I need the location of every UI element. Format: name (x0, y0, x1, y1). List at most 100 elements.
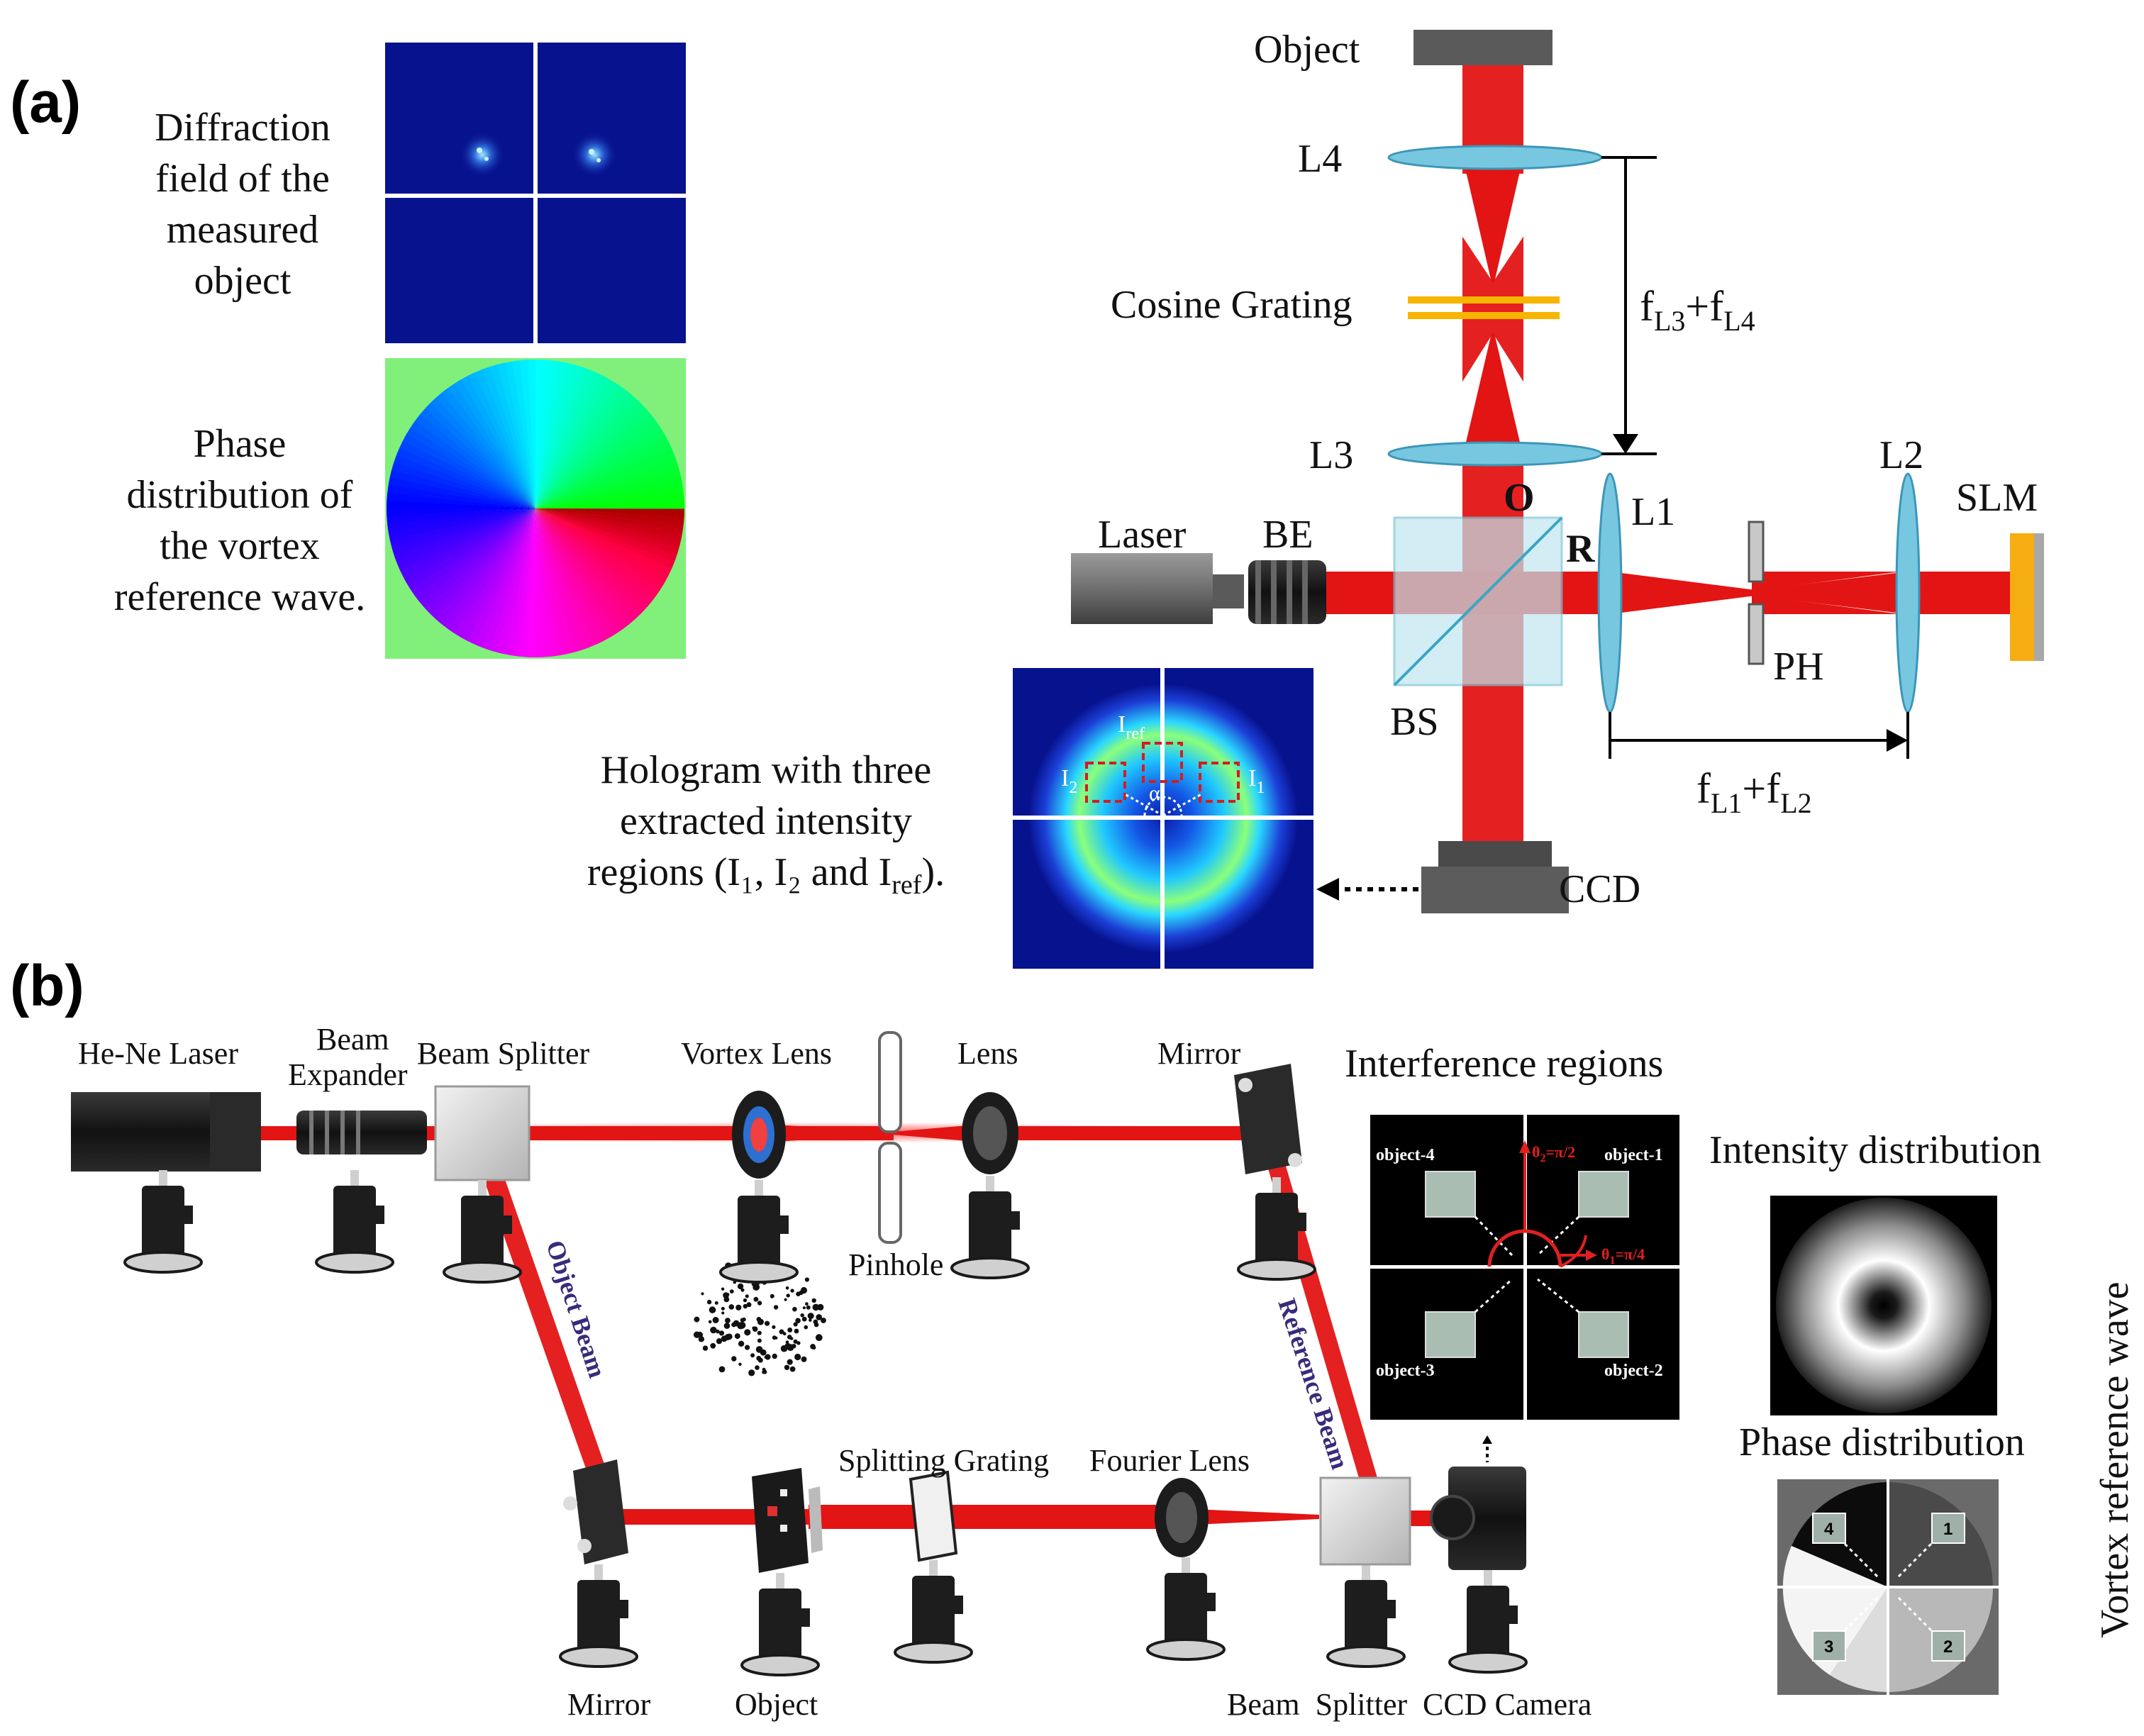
post-holder (738, 1196, 780, 1267)
phase-wheel-segment (535, 392, 635, 508)
theta1-label: θ1=π/4 (1601, 1245, 1645, 1267)
phase-title: Phase distribution (1739, 1420, 2025, 1464)
scatter-dot (787, 1359, 793, 1365)
scatter-dot (748, 1369, 755, 1376)
post-holder (577, 1580, 620, 1651)
scatter-dot (738, 1340, 745, 1347)
theta2-label: θ2=π/2 (1532, 1143, 1575, 1164)
l4-label: L4 (1298, 137, 1342, 181)
iref-sub: ref (1126, 725, 1145, 743)
phase-wheel-segment (535, 508, 669, 584)
be-label: BE (1262, 513, 1313, 557)
scatter-dot (812, 1303, 820, 1311)
post-holder (912, 1576, 955, 1647)
scatter-dot (780, 1345, 788, 1352)
intensity-title: Intensity distribution (1709, 1128, 2041, 1172)
scatter-dot (761, 1350, 766, 1355)
intensity-image (1770, 1196, 1997, 1415)
phase-wheel-segment (535, 403, 647, 508)
phase-wheel-segment (535, 434, 669, 508)
phase-wheel-segment (535, 362, 574, 508)
phase-wheel-segment (474, 508, 535, 648)
fourier-lens (1155, 1478, 1209, 1557)
phase-wheel-segment (489, 508, 535, 652)
phase-wheel-segment (535, 447, 675, 508)
post-stem (478, 1180, 487, 1196)
phase-wheel-segment (396, 447, 535, 508)
region-i2-box (1085, 762, 1126, 803)
phase-wheel-segment (454, 379, 535, 508)
scatter-dot (751, 1283, 755, 1286)
phase-wheel-segment (535, 508, 604, 645)
post-stem (594, 1564, 603, 1580)
scatter-dot (779, 1329, 784, 1335)
region-iref-box (1142, 742, 1183, 783)
fourier-lens-label: Fourier Lens (1089, 1443, 1250, 1478)
phase-wheel-segment (430, 508, 535, 620)
phase-wheel-segment (535, 508, 672, 577)
scatter-dot (805, 1302, 809, 1306)
phase-wheel-segment (535, 508, 596, 648)
mirror-bottom-label: Mirror (567, 1687, 651, 1722)
phase-wheel-segment (535, 455, 677, 508)
scatter-dot (694, 1316, 700, 1323)
post-holder (1345, 1580, 1387, 1651)
phase-wheel-segment (424, 403, 535, 508)
phase-wheel-segment (460, 508, 535, 642)
iref-label: Iref (1118, 711, 1145, 743)
focal-l12-sub1: L1 (1711, 787, 1742, 819)
post-base (719, 1261, 799, 1284)
scatter-dot (721, 1335, 728, 1342)
focal-l12-sub2: L2 (1780, 787, 1811, 819)
post-knob (184, 1206, 193, 1224)
post-stem (1362, 1564, 1370, 1580)
patch-object-2 (1578, 1311, 1629, 1358)
phase-wheel-segment (535, 508, 682, 547)
scatter-dot (806, 1305, 811, 1310)
vortex-phase-wheel (385, 358, 686, 659)
phase-wheel-segment (391, 462, 535, 508)
phase-wheel-segment (535, 397, 641, 508)
posts-b (123, 1170, 1528, 1676)
post-knob (801, 1608, 810, 1627)
phase-number-3: 3 (1824, 1637, 1833, 1657)
beam-splitter-cube (1393, 516, 1563, 686)
theta1-main: θ (1601, 1245, 1609, 1263)
post-holder (142, 1186, 184, 1257)
scatter-dot (710, 1342, 716, 1349)
he-ne-laser (71, 1092, 261, 1172)
beam-splitter-top-label: Beam Splitter (417, 1036, 590, 1071)
post-base (315, 1251, 394, 1274)
phase-wheel-segment (496, 508, 535, 655)
scatter-dot (815, 1334, 823, 1342)
phase-wheel-segment (389, 508, 535, 547)
phase-wheel-segment (467, 372, 535, 508)
phase-wheel-segment (387, 508, 535, 532)
patch-object-4 (1425, 1171, 1476, 1218)
phase-wheel-segment (461, 375, 535, 508)
post-stem (1484, 1570, 1492, 1586)
scatter-dot (713, 1317, 718, 1323)
scatter-dot (804, 1277, 809, 1282)
scatter-dot (784, 1298, 787, 1301)
post-stem (1272, 1177, 1281, 1193)
mirror-bottom (563, 1459, 628, 1564)
scatter-dot (795, 1318, 801, 1324)
theta1-val: =π/4 (1615, 1245, 1645, 1263)
scatter-dot (821, 1318, 826, 1323)
scatter-dot (750, 1353, 755, 1358)
post-knob (504, 1215, 512, 1234)
object-label: Object (1254, 28, 1360, 72)
o-label: O (1504, 476, 1535, 520)
scatter-dot (816, 1314, 822, 1320)
post-holder (969, 1191, 1011, 1262)
l1-label: L1 (1631, 490, 1675, 534)
focal-bracket-l34 (1601, 156, 1657, 455)
phase-wheel-segment (520, 360, 535, 508)
scatter-dot (738, 1321, 746, 1329)
phase-wheel-segment (394, 508, 535, 562)
phase-wheel-segment (389, 469, 535, 508)
phase-image: 4 1 3 2 (1777, 1479, 1999, 1695)
phase-wheel-segment (391, 508, 535, 555)
theta1-sub: 1 (1609, 1254, 1615, 1267)
